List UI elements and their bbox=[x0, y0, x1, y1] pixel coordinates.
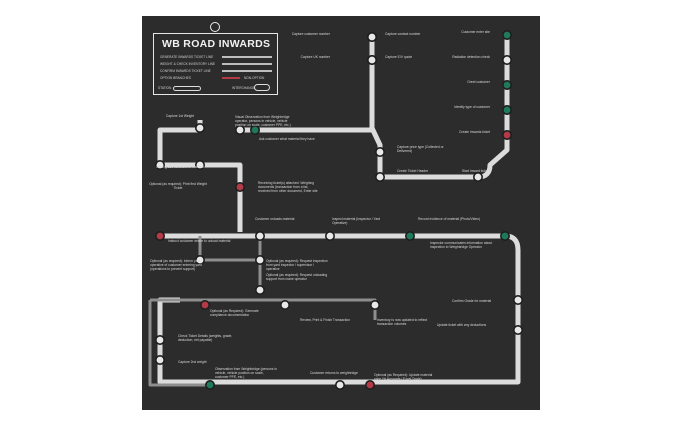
legend-line-4-label: OPTION BRANCHES bbox=[160, 76, 191, 80]
legend-line-4a bbox=[222, 77, 240, 79]
track-segment bbox=[369, 35, 510, 180]
station-label-35: Customer returns to weighbridge bbox=[310, 371, 358, 375]
legend-station-label: STATION bbox=[158, 86, 172, 90]
station-2 bbox=[366, 31, 377, 42]
logo-icon bbox=[210, 22, 220, 32]
legend-line-2-label: WEIGHT & CHECK INVENTORY LINE bbox=[160, 62, 216, 66]
legend-line-1-label: GENERATE INWARDS TICKET LINE bbox=[160, 55, 214, 59]
station-label-9: Create Inwards ticket bbox=[459, 130, 490, 134]
diagram-board bbox=[142, 16, 540, 410]
legend-line-1 bbox=[222, 56, 272, 58]
station-label-26: Inspector communicates information about… bbox=[430, 241, 492, 249]
station-label-7: Greet customer bbox=[467, 80, 491, 84]
station-label-2: Capture contact number bbox=[385, 32, 421, 36]
station-9 bbox=[501, 130, 512, 141]
station-11 bbox=[235, 125, 246, 136]
station-16 bbox=[155, 160, 166, 171]
station-19 bbox=[255, 231, 266, 242]
station-label-24: Optional (as required): Request inspecti… bbox=[266, 259, 328, 271]
station-32 bbox=[155, 334, 166, 345]
station-label-17: Optional (as required): Print first Weig… bbox=[149, 182, 207, 190]
station-8 bbox=[501, 105, 512, 116]
station-label-31: Update ticket with any deductions bbox=[437, 323, 486, 327]
station-3 bbox=[501, 29, 512, 40]
station-30 bbox=[369, 299, 380, 310]
station-label-10: Capture 1st Weight bbox=[166, 114, 194, 118]
station-31 bbox=[512, 324, 523, 335]
station-17 bbox=[195, 160, 206, 171]
track-segment bbox=[157, 232, 521, 385]
station-28 bbox=[200, 299, 211, 310]
station-label-5: Capture E/V quote bbox=[385, 55, 412, 59]
station-label-1: Capture customer number bbox=[292, 32, 331, 36]
station-label-3: Customer enter site bbox=[461, 30, 490, 34]
station-12 bbox=[250, 125, 261, 136]
station-23 bbox=[195, 255, 206, 266]
station-label-33: Capture 2nd weight bbox=[178, 360, 207, 364]
station-24 bbox=[255, 255, 266, 266]
station-label-25: Optional (as required): Request unloadin… bbox=[266, 273, 327, 281]
station-14 bbox=[374, 172, 385, 183]
station-5 bbox=[366, 54, 377, 65]
legend-box: WB ROAD INWARDS bbox=[153, 33, 278, 95]
station-35 bbox=[334, 379, 345, 390]
station-21 bbox=[404, 231, 415, 242]
legend-interchange-label: INTERCHANGE bbox=[232, 86, 256, 90]
legend-station-symbol bbox=[173, 86, 201, 91]
legend-non-option-label: NON-OPTION bbox=[244, 76, 265, 80]
station-label-8: Identify type of customer bbox=[454, 105, 491, 109]
station-label-29: Review, Print & Finish Transaction bbox=[300, 318, 350, 322]
station-22 bbox=[155, 231, 166, 242]
station-6 bbox=[501, 54, 512, 65]
station-label-16: Initial grade selected for material bbox=[156, 165, 204, 169]
station-label-22: Instruct customer where to unload materi… bbox=[168, 239, 231, 243]
station-label-34: Observation from Weighbridge (persons in… bbox=[215, 367, 277, 379]
station-label-19: Customer unloads material bbox=[255, 217, 295, 221]
station-36 bbox=[364, 379, 375, 390]
station-10 bbox=[195, 123, 206, 134]
station-15 bbox=[472, 172, 483, 183]
legend-line-2 bbox=[222, 63, 272, 65]
station-label-12: Ask customer what material they have bbox=[259, 137, 315, 141]
station-label-27: Confirm Grade for material bbox=[452, 299, 491, 303]
station-25 bbox=[255, 284, 266, 295]
station-7 bbox=[501, 80, 512, 91]
legend-line-3-label: CONFIRM INWARDS TICKET LINE bbox=[160, 69, 211, 73]
station-label-14: Create Ticket Header bbox=[397, 169, 429, 173]
track-segment bbox=[150, 298, 377, 320]
station-label-15: Start Inward ticket bbox=[462, 169, 488, 173]
track-segment bbox=[148, 300, 210, 387]
track-segment bbox=[157, 120, 243, 232]
station-29 bbox=[279, 299, 290, 310]
legend-interchange-symbol bbox=[254, 84, 270, 91]
station-33 bbox=[155, 354, 166, 365]
legend-title: WB ROAD INWARDS bbox=[162, 38, 271, 50]
legend-line-3 bbox=[222, 70, 272, 72]
station-18 bbox=[235, 182, 246, 193]
station-27 bbox=[512, 294, 523, 305]
station-13 bbox=[374, 147, 385, 158]
station-label-32: Check Ticket Details (weights, grade,ded… bbox=[178, 334, 232, 342]
station-20 bbox=[324, 231, 335, 242]
station-label-4: Capture UK number bbox=[301, 55, 331, 59]
station-label-6: Radiation detection check bbox=[452, 55, 490, 59]
station-34 bbox=[205, 379, 216, 390]
station-26 bbox=[499, 231, 510, 242]
station-label-21: Record evidence of material (Photo/Video… bbox=[418, 217, 480, 221]
